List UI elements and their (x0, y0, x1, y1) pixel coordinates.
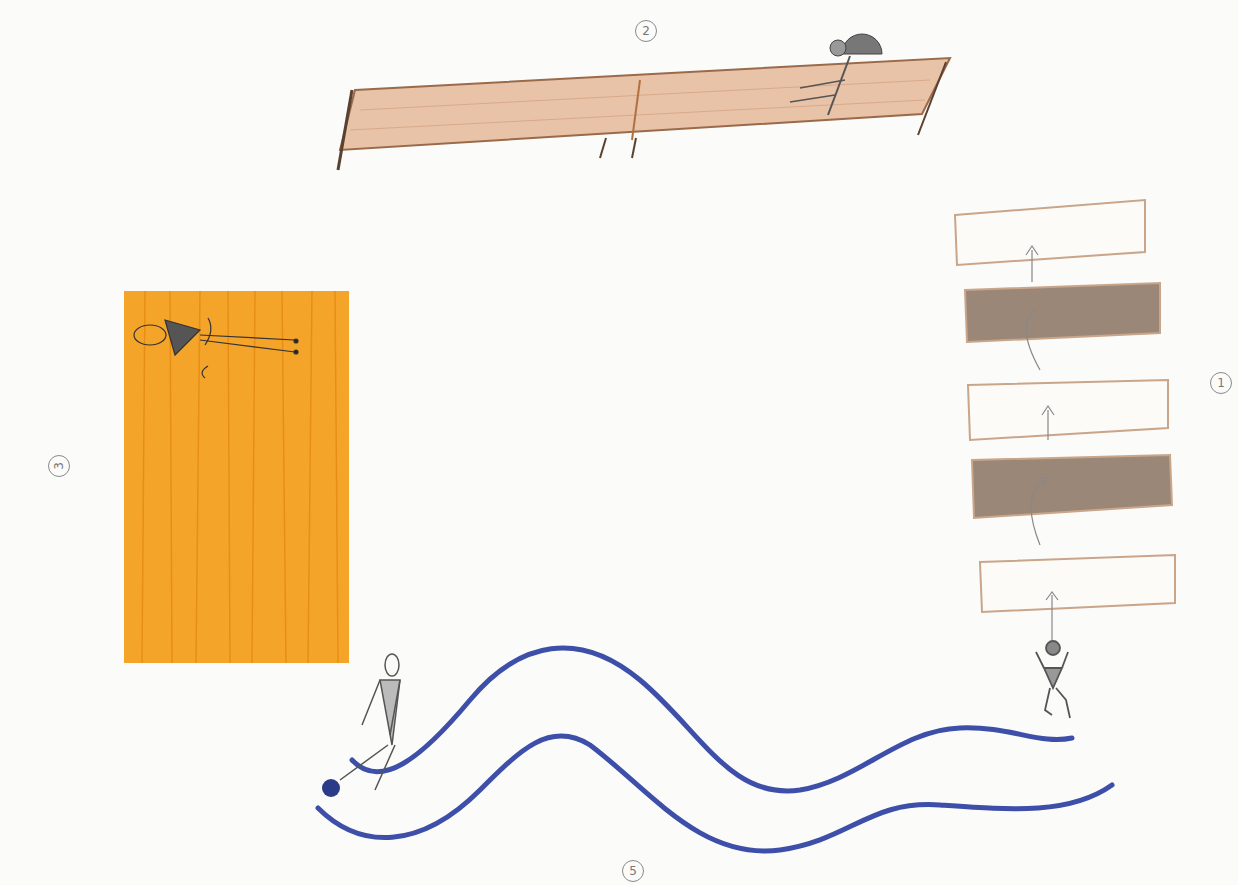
callout-number: 2 (635, 20, 657, 42)
stick-figure (322, 654, 400, 797)
stick-figure (1036, 641, 1070, 718)
bench (338, 34, 950, 170)
callout-number: 5 (622, 860, 644, 882)
plank-arrows (1026, 246, 1058, 640)
floor-panel (124, 291, 349, 663)
callout-number: 3 (48, 455, 70, 477)
wavy-path (318, 648, 1112, 851)
callout-number: 1 (1210, 372, 1232, 394)
planks (955, 200, 1175, 612)
